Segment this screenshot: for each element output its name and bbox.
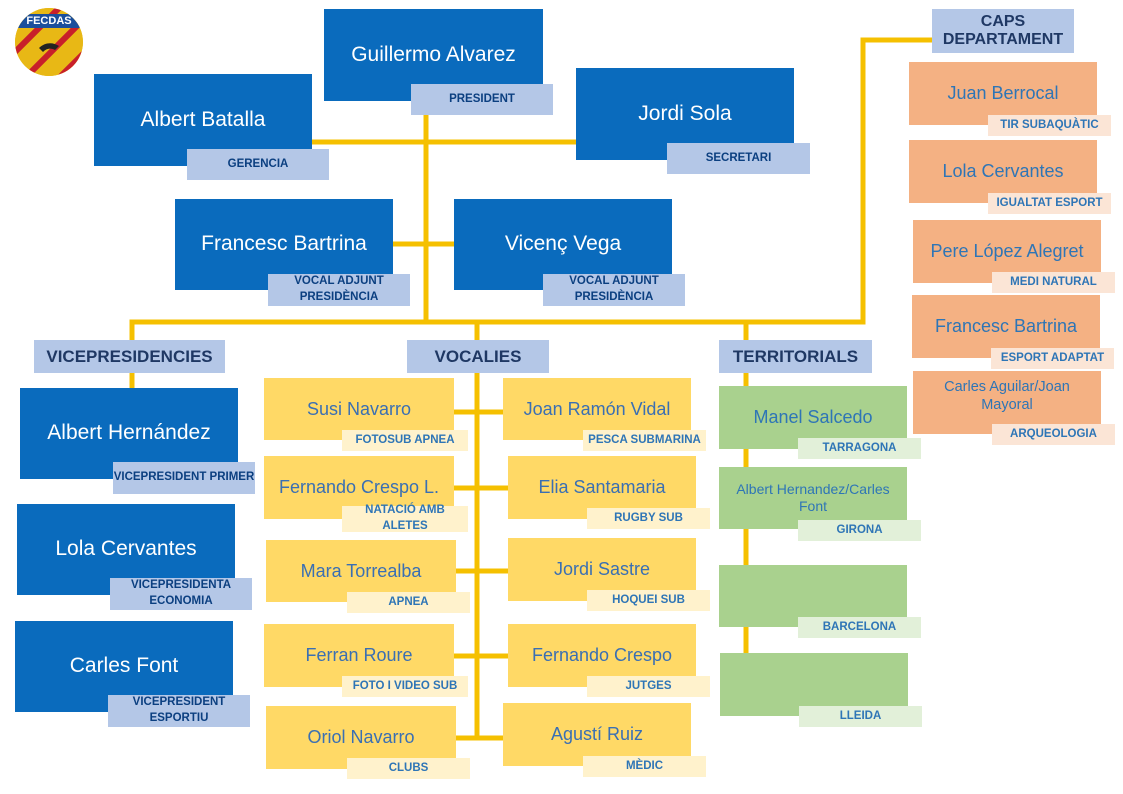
territorials-header: TERRITORIALS: [719, 340, 872, 373]
territorial-role: GIRONA: [798, 520, 921, 541]
territorial-box: [720, 653, 908, 716]
vocal-box: Susi Navarro: [264, 378, 454, 440]
vocal-role: FOTOSUB APNEA: [342, 430, 468, 451]
vocal-name: Fernando Crespo: [531, 645, 673, 665]
cap-departament-name: Pere López Alegret: [930, 240, 1084, 261]
vicepresident-3-name: Carles Font: [69, 654, 179, 678]
vicepresident-1-role: VICEPRESIDENT PRIMER: [113, 462, 255, 494]
secretari-name: Jordi Sola: [638, 101, 732, 125]
territorial-box: Albert Hernandez/Carles Font: [719, 467, 907, 529]
vicepresident-2-name: Lola Cervantes: [55, 537, 197, 561]
vocal-box: Agustí Ruiz: [503, 703, 691, 766]
vocal-role: NATACIÓ AMB ALETES: [342, 504, 468, 532]
cap-departament-box: Carles Aguilar/Joan Mayoral: [913, 371, 1101, 434]
cap-departament-role: IGUALTAT ESPORT: [988, 193, 1111, 214]
vocal-adjunt-1-role: VOCAL ADJUNT PRESIDÈNCIA: [268, 274, 410, 306]
cap-departament-box: Juan Berrocal: [909, 62, 1097, 125]
gerencia-name: Albert Batalla: [140, 107, 266, 131]
caps-departament-header: CAPS DEPARTAMENT: [932, 9, 1074, 53]
vicepresident-1-name: Albert Hernández: [47, 421, 211, 445]
logo-text: FECDAS: [26, 15, 72, 27]
vocal-box: Joan Ramón Vidal: [503, 378, 691, 440]
cap-departament-name: Francesc Bartrina: [934, 315, 1078, 336]
cap-departament-role: ARQUEOLOGIA: [992, 424, 1115, 445]
vocal-name: Mara Torrealba: [300, 560, 422, 581]
senyera-stripes-icon: [15, 8, 83, 76]
cap-departament-name: Juan Berrocal: [947, 82, 1059, 103]
vocal-adjunt-1-name: Francesc Bartrina: [201, 232, 367, 256]
vicepresident-3-role: VICEPRESIDENT ESPORTIU: [108, 695, 250, 727]
gerencia-role: GERENCIA: [187, 149, 329, 180]
vocal-role: CLUBS: [347, 758, 470, 779]
vocal-name: Agustí Ruiz: [550, 724, 644, 744]
president-role: PRESIDENT: [411, 84, 553, 115]
vocal-role: RUGBY SUB: [587, 508, 710, 529]
vocal-role: APNEA: [347, 592, 470, 613]
vocal-role: PESCA SUBMARINA: [583, 430, 706, 451]
vocal-role: FOTO I VIDEO SUB: [342, 676, 468, 697]
vocal-name: Fernando Crespo L.: [278, 477, 440, 497]
president-name: Guillermo Alvarez: [351, 42, 516, 66]
vocal-name: Joan Ramón Vidal: [523, 398, 671, 419]
territorial-role: TARRAGONA: [798, 438, 921, 459]
vocal-name: Susi Navarro: [306, 398, 412, 419]
vocal-name: Ferran Roure: [305, 645, 413, 665]
cap-departament-name: Carles Aguilar/Joan Mayoral: [944, 379, 1070, 413]
vocal-role: HOQUEI SUB: [587, 590, 710, 611]
cap-departament-role: ESPORT ADAPTAT: [991, 348, 1114, 369]
vocal-name: Oriol Navarro: [307, 727, 415, 747]
vocal-adjunt-2-name: Vicenç Vega: [504, 232, 622, 256]
vocal-role: MÈDIC: [583, 756, 706, 777]
vicepresident-2-role: VICEPRESIDENTA ECONOMIA: [110, 578, 252, 610]
secretari-role: SECRETARI: [667, 143, 810, 174]
territorial-name: Manel Salcedo: [753, 406, 873, 427]
territorial-box: [719, 565, 907, 627]
vocal-role: JUTGES: [587, 676, 710, 697]
territorial-name: Albert Hernandez/Carles Font: [736, 481, 890, 514]
cap-departament-role: TIR SUBAQUÀTIC: [988, 115, 1111, 136]
territorial-role: BARCELONA: [798, 617, 921, 638]
cap-departament-name: Lola Cervantes: [942, 160, 1064, 181]
territorial-role: LLEIDA: [799, 706, 922, 727]
vocal-box: Mara Torrealba: [266, 540, 456, 602]
cap-departament-box: Francesc Bartrina: [912, 295, 1100, 358]
cap-departament-box: Lola Cervantes: [909, 140, 1097, 203]
cap-departament-role: MEDI NATURAL: [992, 272, 1115, 293]
fecdas-logo: FECDAS: [15, 8, 83, 76]
vocal-adjunt-2-role: VOCAL ADJUNT PRESIDÈNCIA: [543, 274, 685, 306]
vicepresidencies-header: VICEPRESIDENCIES: [34, 340, 225, 373]
vocal-name: Jordi Sastre: [553, 559, 651, 579]
vocal-name: Elia Santamaria: [538, 477, 666, 497]
vocalies-header: VOCALIES: [407, 340, 549, 373]
